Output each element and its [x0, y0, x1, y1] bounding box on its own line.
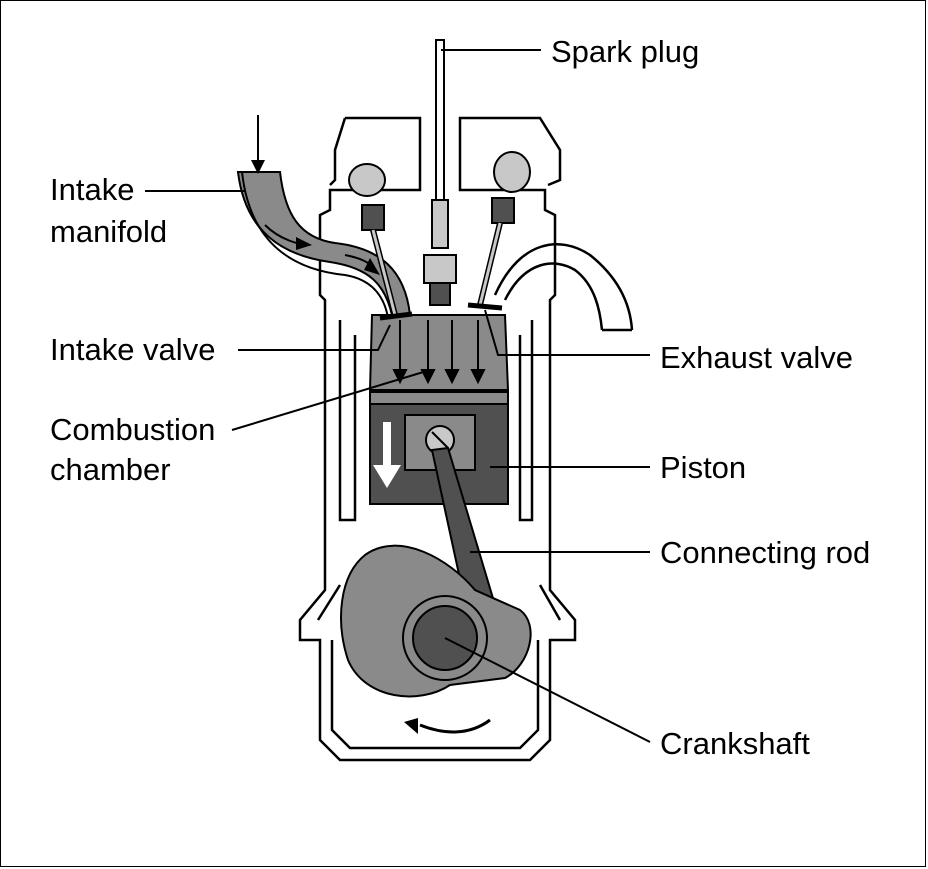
- crankshaft-leader: [444, 637, 651, 743]
- label-combustion-chamber-line1: Combustion: [50, 412, 215, 447]
- exhaust-pipe: [493, 243, 634, 332]
- leader-lines: [145, 49, 651, 743]
- label-connecting-rod: Connecting rod: [660, 535, 870, 570]
- label-crankshaft: Crankshaft: [660, 726, 810, 761]
- label-intake-manifold-line2: manifold: [50, 214, 167, 249]
- combustion-chamber-leader: [231, 369, 431, 431]
- label-intake-valve: Intake valve: [50, 332, 215, 367]
- label-exhaust-valve: Exhaust valve: [660, 340, 853, 375]
- exhaust-valve-assembly: [467, 151, 531, 311]
- label-intake-manifold-line1: Intake: [50, 172, 134, 207]
- label-combustion-chamber-line2: chamber: [50, 452, 171, 487]
- flow-arrows: [392, 320, 486, 385]
- engine-block: [298, 116, 577, 762]
- intake-valve-leader: [238, 324, 391, 351]
- label-piston: Piston: [660, 450, 746, 485]
- exhaust-valve-leader: [484, 309, 650, 356]
- spark-plug: [423, 39, 457, 306]
- intake-valve-assembly: [348, 163, 413, 321]
- label-spark-plug: Spark plug: [551, 34, 699, 69]
- crankshaft: [340, 544, 532, 734]
- intake-manifold: [236, 115, 412, 319]
- piston: [369, 391, 509, 505]
- combustion-chamber: [368, 314, 510, 391]
